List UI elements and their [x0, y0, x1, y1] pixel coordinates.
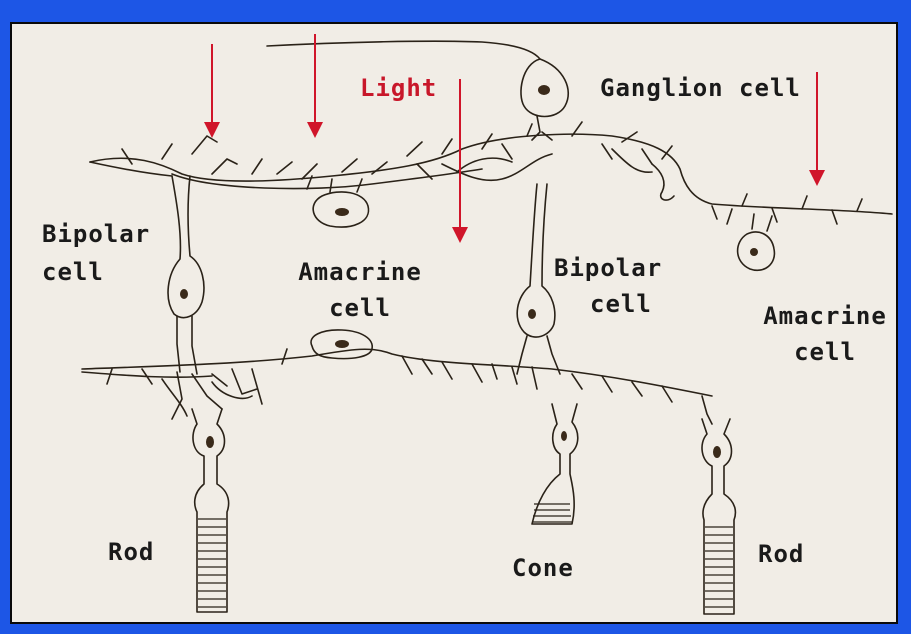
bipolar-right-nucleus [528, 309, 536, 319]
bipolar-left-label-2: cell [42, 258, 104, 286]
light-arrow-1 [204, 44, 220, 138]
bipolar-left-nucleus [180, 289, 188, 299]
amacrine-right-nucleus [750, 248, 758, 256]
rod-left-label: Rod [108, 538, 154, 566]
bipolar-right [517, 184, 555, 337]
amacrine-mid-label-2: cell [280, 294, 440, 322]
light-arrow-3 [452, 79, 468, 243]
amacrine-right-label-2: cell [752, 338, 898, 366]
ganglion-nucleus [538, 85, 550, 95]
light-label: Light [360, 74, 437, 102]
amacrine-right-label-1: Amacrine [752, 302, 898, 330]
light-arrow-4 [809, 72, 825, 186]
rod-right-disks [705, 527, 733, 607]
ganglion-cell-label: Ganglion cell [600, 74, 801, 102]
rod-left-nucleus [206, 436, 214, 448]
bipolar-left-label-1: Bipolar [42, 220, 150, 248]
upper-plexiform-layer [90, 134, 892, 214]
bipolar-right-label-1: Bipolar [554, 254, 662, 282]
amacrine-mid-label-1: Amacrine [280, 258, 440, 286]
rod-right-nucleus [713, 446, 721, 458]
light-arrow-2 [307, 34, 323, 138]
rod-left-disks [198, 519, 226, 607]
amacrine-lower-nucleus [335, 340, 349, 348]
cone [532, 404, 578, 524]
ganglion-axon [267, 41, 540, 59]
diagram-paper: Light Ganglion cell Bipolar cell Amacrin… [10, 22, 898, 624]
bipolar-right-label-2: cell [590, 290, 652, 318]
cone-nucleus [561, 431, 567, 441]
rod-right-label: Rod [758, 540, 804, 568]
amacrine-upper-nucleus [335, 208, 349, 216]
cone-label: Cone [512, 554, 574, 582]
